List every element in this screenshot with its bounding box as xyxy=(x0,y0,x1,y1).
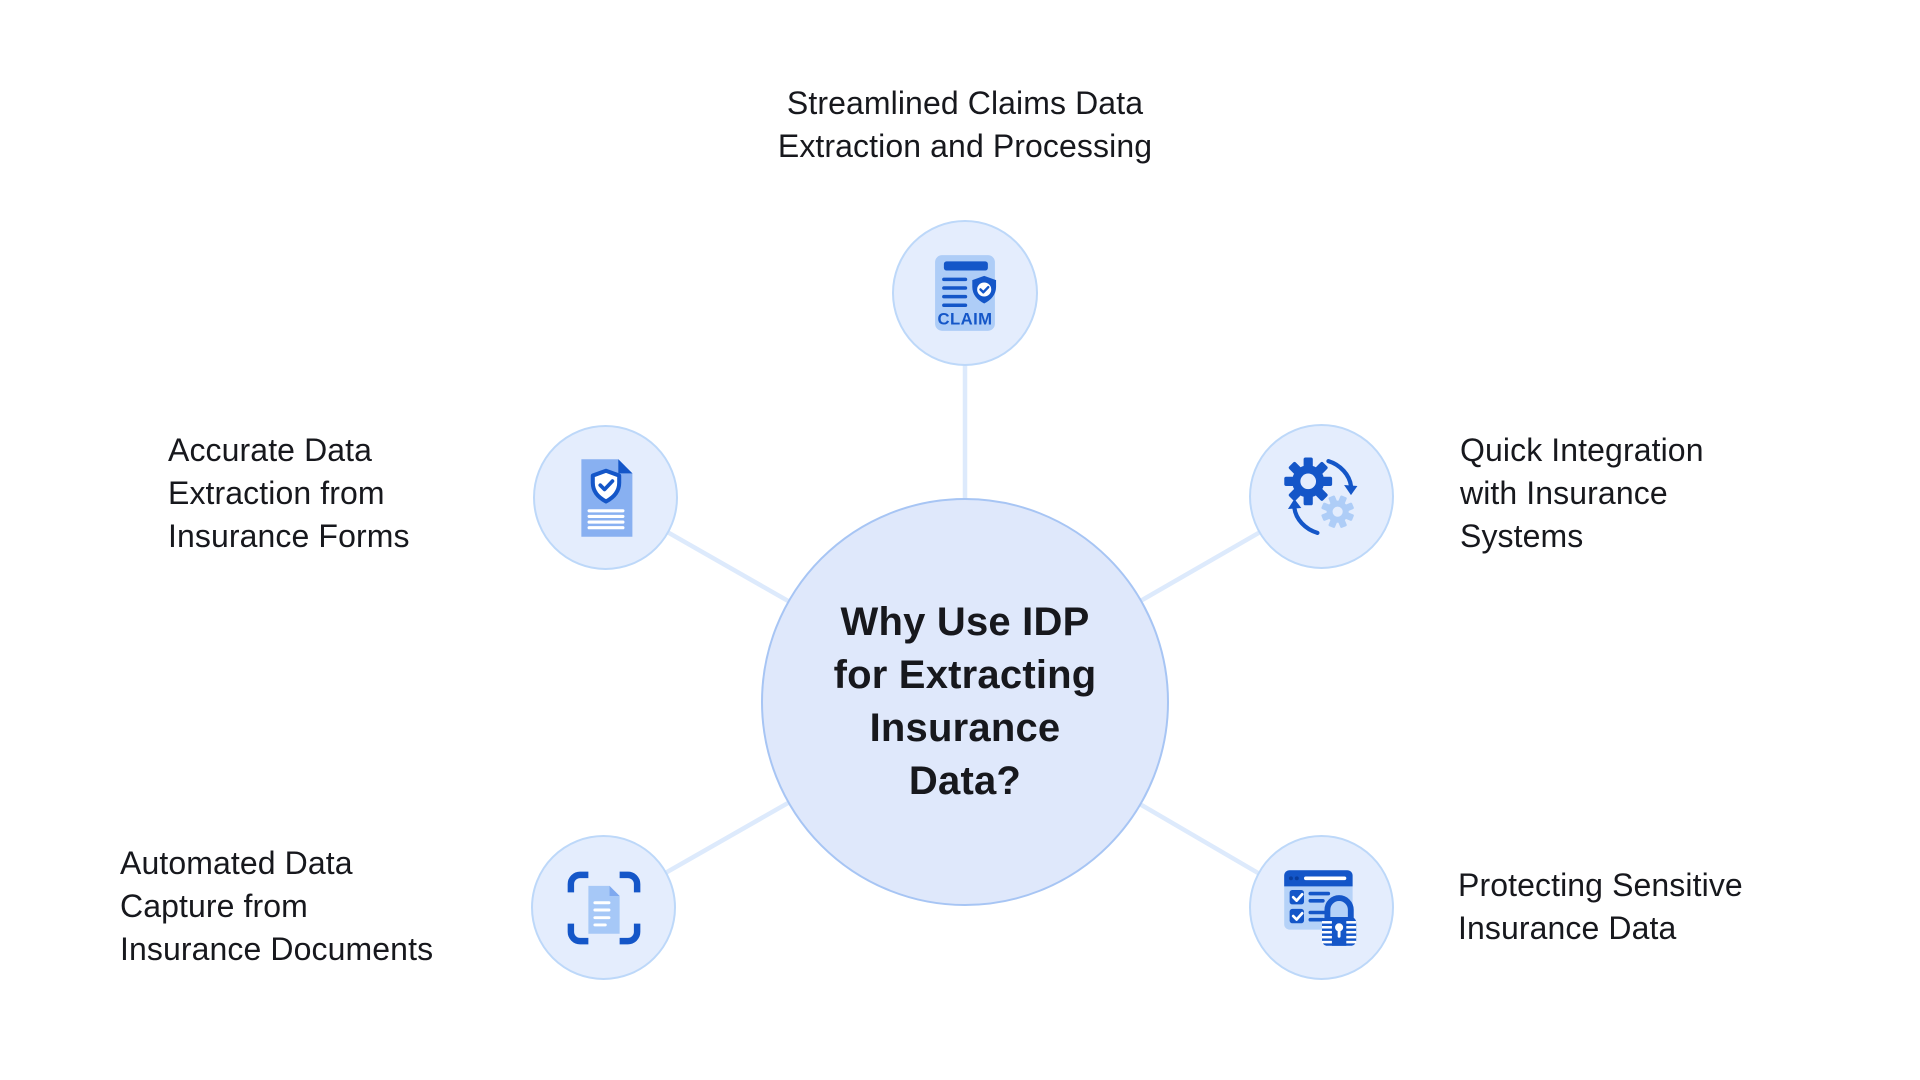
scan-brackets xyxy=(567,871,640,944)
claim-document-icon: CLAIM xyxy=(935,255,997,331)
node-streamlined-claims: CLAIM xyxy=(892,220,1038,366)
label-protecting-data: Protecting Sensitive Insurance Data xyxy=(1458,867,1743,946)
node-protecting-data xyxy=(1249,835,1394,980)
gears-sync-icon xyxy=(1283,456,1357,535)
node-accurate-extraction xyxy=(533,425,678,570)
shield-document-icon xyxy=(580,458,632,537)
document-scan-icon xyxy=(567,871,640,944)
label-automated-capture: Automated Data Capture from Insurance Do… xyxy=(120,845,434,967)
center-question: Why Use IDP for Extracting Insurance Dat… xyxy=(833,600,1097,803)
node-quick-integration xyxy=(1249,424,1394,569)
label-streamlined-claims: Streamlined Claims Data Extraction and P… xyxy=(777,85,1153,164)
padlock xyxy=(1321,894,1356,946)
label-quick-integration: Quick Integration with Insurance Systems xyxy=(1460,432,1704,554)
small-gear xyxy=(1320,495,1354,528)
center-node: Why Use IDP for Extracting Insurance Dat… xyxy=(761,498,1169,906)
secure-browser-icon xyxy=(1283,869,1356,946)
node-automated-capture xyxy=(531,835,676,980)
label-accurate-extraction: Accurate Data Extraction from Insurance … xyxy=(168,432,410,554)
claim-badge-text: CLAIM xyxy=(937,310,992,329)
